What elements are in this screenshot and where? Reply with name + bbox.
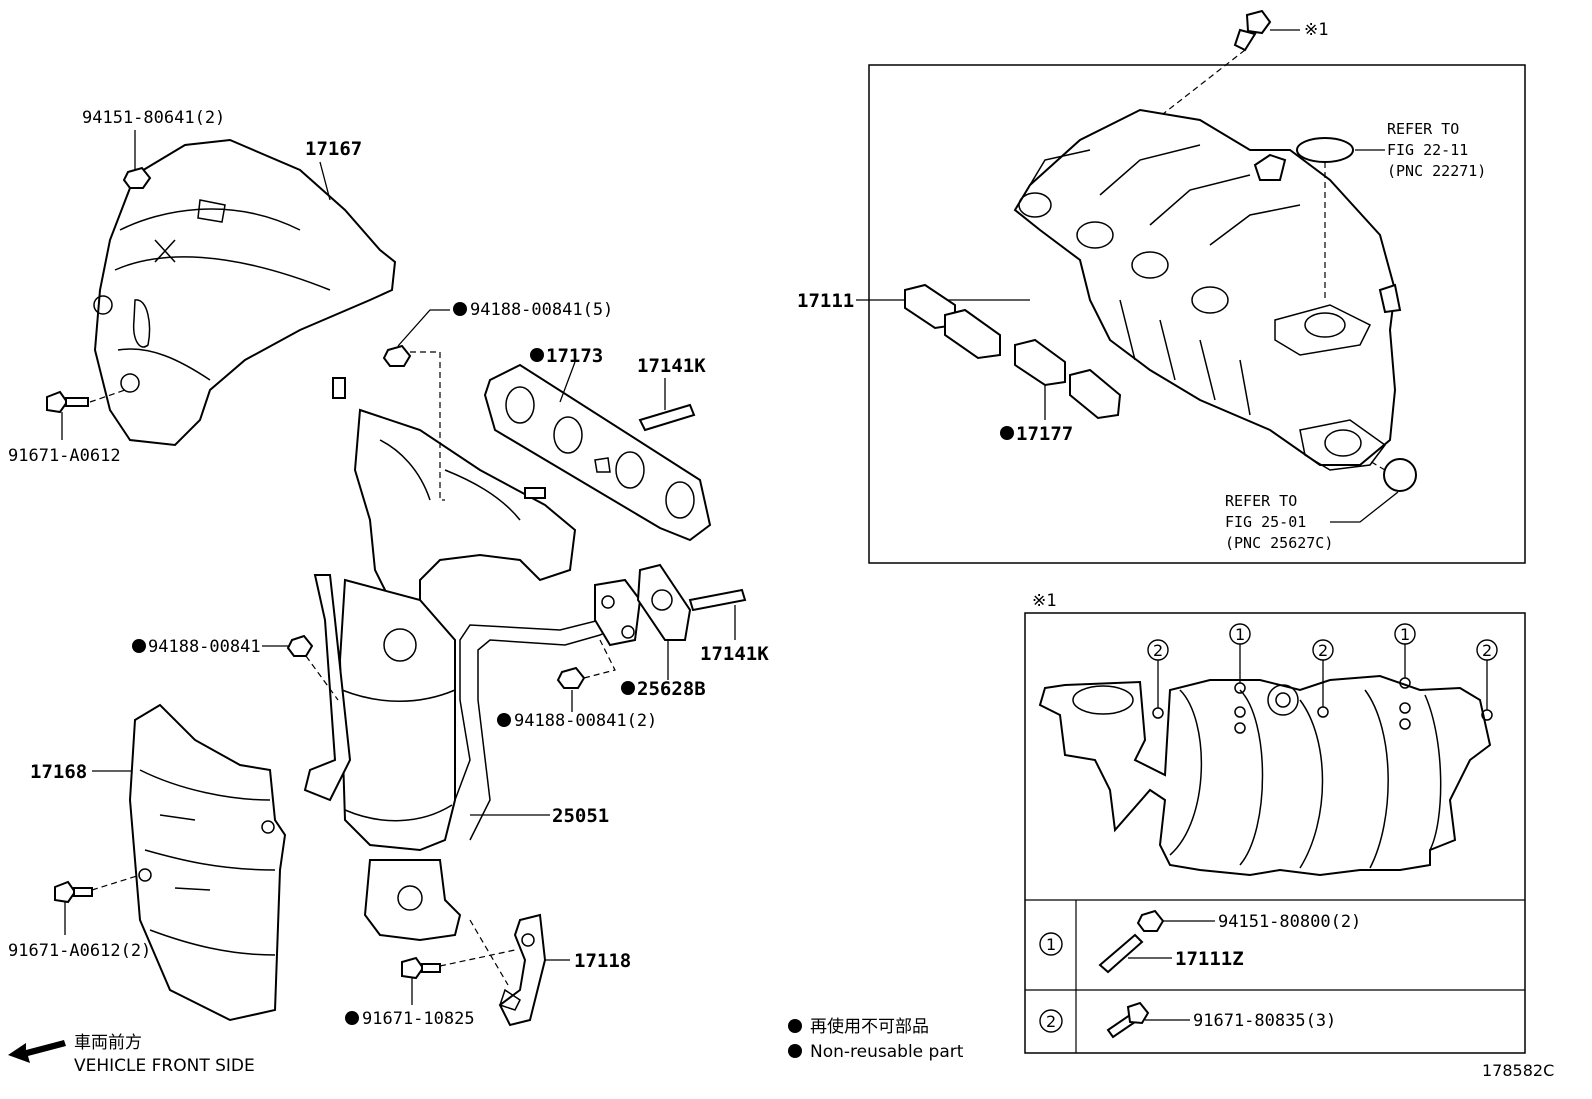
- note-mark-top: ※1: [1304, 20, 1328, 40]
- ref1-line2: FIG 22-11: [1387, 141, 1468, 159]
- row1-circle: [1039, 932, 1063, 956]
- heat-insulator-17167: [93, 138, 397, 447]
- label-94188-00841: 94188-00841: [148, 637, 261, 657]
- gaskets-17177: [904, 283, 1122, 420]
- nut-94188-00841-2: [556, 639, 616, 689]
- svg-text:2: 2: [1153, 641, 1163, 660]
- label-94188-00841-5: 94188-00841(5): [470, 300, 613, 320]
- nut-94188-00841: [286, 634, 339, 701]
- label-17141K-bottom: 17141K: [700, 643, 769, 665]
- stud-17141K-bottom: [688, 588, 747, 612]
- gasket-25628B: [636, 563, 692, 641]
- svg-text:1: 1: [1235, 625, 1245, 644]
- exhaust-manifold-converter-25051: [303, 377, 642, 942]
- bolt-91671-80835: [1106, 1001, 1150, 1039]
- front-label-ja: 車両前方: [74, 1033, 142, 1053]
- label-17177: 17177: [1016, 423, 1073, 445]
- ref2-line2: FIG 25-01: [1225, 513, 1306, 531]
- note-mark-box: ※1: [1032, 591, 1056, 611]
- legend-en: Non-reusable part: [810, 1042, 964, 1062]
- bracket-17118: [498, 913, 547, 1027]
- svg-text:2: 2: [1482, 641, 1492, 660]
- label-17141K-top: 17141K: [637, 355, 706, 377]
- nut-94151-80800: [1136, 909, 1165, 932]
- legend-ja: 再使用不可部品: [810, 1016, 929, 1037]
- label-17111Z: 17111Z: [1175, 948, 1244, 970]
- legend-dot-en: [788, 1044, 802, 1058]
- label-17173: 17173: [546, 345, 603, 367]
- bolt-91671-10825: [401, 919, 516, 986]
- figure-id: 178582C: [1482, 1061, 1554, 1080]
- bolt-91671-A0612: [46, 389, 126, 414]
- label-91671-10825: 91671-10825: [362, 1009, 475, 1029]
- ref2-line3: (PNC 25627C): [1225, 534, 1333, 552]
- label-91671-80835: 91671-80835(3): [1193, 1011, 1336, 1031]
- ref2-line1: REFER TO: [1225, 492, 1297, 510]
- ref1-line3: (PNC 22271): [1387, 162, 1486, 180]
- label-17167: 17167: [305, 138, 362, 160]
- row1-circle-label: 1: [1046, 935, 1056, 954]
- label-17118: 17118: [574, 950, 631, 972]
- front-arrow-icon: [8, 1040, 66, 1063]
- legend-dot-ja: [788, 1019, 802, 1033]
- bolt-layout-box: [1024, 612, 1526, 1054]
- gasket-17173: [483, 363, 712, 542]
- label-91671-A0612: 91671-A0612: [8, 446, 121, 466]
- intake-manifold-side-view: [1038, 674, 1493, 877]
- row2-circle: [1039, 1009, 1063, 1033]
- nut-94151-80641: [122, 166, 152, 189]
- ref1-line1: REFER TO: [1387, 120, 1459, 138]
- row2-circle-label: 2: [1046, 1012, 1056, 1031]
- stud-17111Z: [1098, 933, 1144, 974]
- front-label-en: VEHICLE FRONT SIDE: [74, 1056, 255, 1076]
- svg-text:2: 2: [1318, 641, 1328, 660]
- heat-insulator-17168: [128, 703, 287, 1022]
- label-94151-80800: 94151-80800(2): [1218, 912, 1361, 932]
- label-17168: 17168: [30, 761, 87, 783]
- o-ring-22271: [1296, 137, 1354, 163]
- o-ring-25627C: [1383, 458, 1417, 492]
- label-25628B: 25628B: [637, 678, 706, 700]
- svg-text:1: 1: [1400, 625, 1410, 644]
- label-94188-00841-2: 94188-00841(2): [514, 711, 657, 731]
- intake-manifold-box: [868, 64, 1526, 564]
- intake-manifold-17111: [1013, 108, 1402, 471]
- label-17111: 17111: [797, 290, 854, 312]
- label-94151-80641: 94151-80641(2): [82, 108, 225, 128]
- label-91671-A0612-2: 91671-A0612(2): [8, 941, 151, 961]
- bolt-91671-A0612-2: [54, 874, 141, 904]
- callouts-layout: 2 1 2 1 2: [1147, 623, 1498, 710]
- stud-17141K-top: [638, 403, 696, 432]
- label-25051: 25051: [552, 805, 609, 827]
- nut-94188-00841-5: [382, 344, 445, 501]
